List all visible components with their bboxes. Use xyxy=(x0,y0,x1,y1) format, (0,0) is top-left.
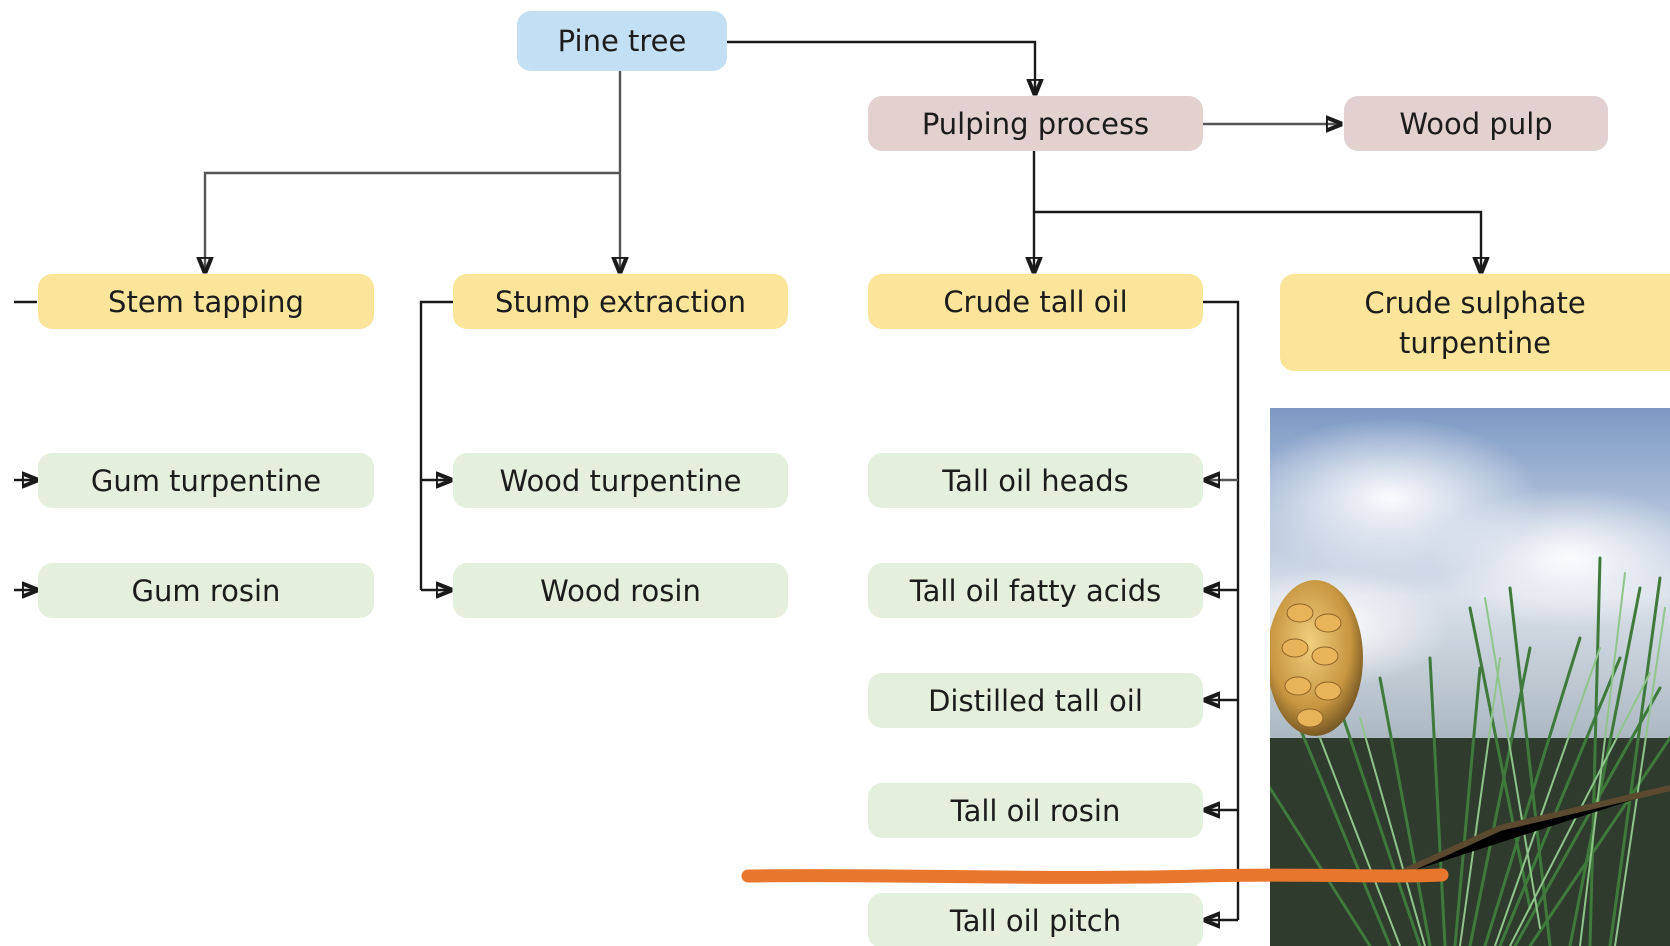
node-label: Wood pulp xyxy=(1399,106,1553,141)
node-label: Distilled tall oil xyxy=(928,683,1143,718)
node-tall-oil-rosin: Tall oil rosin xyxy=(868,783,1203,838)
node-stump-extraction: Stump extraction xyxy=(453,274,788,329)
node-label: Pulping process xyxy=(921,106,1150,141)
node-label: Tall oil pitch xyxy=(949,903,1122,938)
node-label: Wood turpentine xyxy=(499,463,742,498)
node-label: Tall oil fatty acids xyxy=(909,573,1162,608)
node-stem-tapping: Stem tapping xyxy=(38,274,374,329)
node-crude-sulphate-turpentine: Crude sulphate turpentine xyxy=(1280,274,1670,371)
node-label: Stem tapping xyxy=(108,284,304,319)
node-wood-rosin: Wood rosin xyxy=(453,563,788,618)
node-crude-tall-oil: Crude tall oil xyxy=(868,274,1203,329)
edge-stump-bracket xyxy=(419,300,453,590)
node-pulping-process: Pulping process xyxy=(868,96,1203,151)
node-label: Gum turpentine xyxy=(90,463,322,498)
node-wood-turpentine: Wood turpentine xyxy=(453,453,788,508)
node-label: Tall oil rosin xyxy=(950,793,1121,828)
pine-branch-image xyxy=(1270,408,1670,946)
node-pine-tree: Pine tree xyxy=(517,11,727,71)
pine-branch-photo xyxy=(1270,408,1670,946)
node-wood-pulp: Wood pulp xyxy=(1344,96,1608,151)
node-gum-rosin: Gum rosin xyxy=(38,563,374,618)
edge-pulping-to-cst xyxy=(1034,210,1481,272)
node-label-line2: turpentine xyxy=(1399,325,1551,360)
node-tall-oil-pitch: Tall oil pitch xyxy=(868,893,1203,946)
node-label: Crude tall oil xyxy=(943,284,1128,319)
node-gum-turpentine: Gum turpentine xyxy=(38,453,374,508)
node-label: Pine tree xyxy=(557,24,687,58)
node-label-line1: Crude sulphate xyxy=(1364,285,1586,320)
node-label: Stump extraction xyxy=(494,284,747,319)
node-label: Tall oil heads xyxy=(942,463,1129,498)
node-label: Gum rosin xyxy=(131,573,281,608)
edge-pine-to-pulping xyxy=(727,40,1035,94)
edge-cto-bracket xyxy=(1203,300,1240,920)
edge-pine-to-stem xyxy=(205,171,620,272)
node-distilled-tall-oil: Distilled tall oil xyxy=(868,673,1203,728)
node-tall-oil-fatty-acids: Tall oil fatty acids xyxy=(868,563,1203,618)
node-label: Wood rosin xyxy=(540,573,701,608)
node-tall-oil-heads: Tall oil heads xyxy=(868,453,1203,508)
